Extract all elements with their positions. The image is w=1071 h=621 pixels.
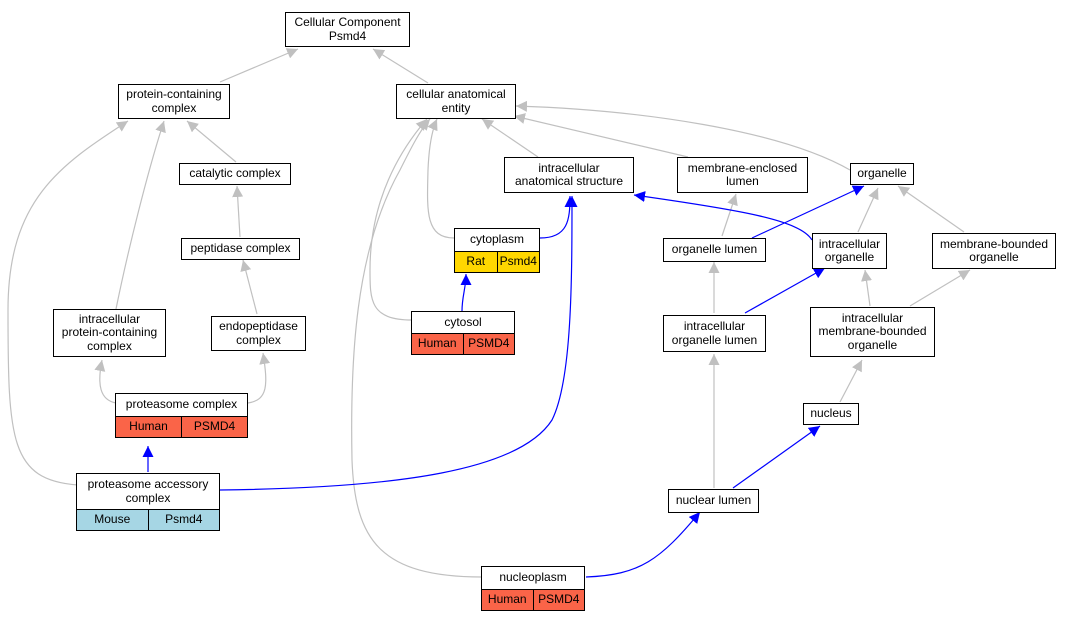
edge-ipcc-pcc <box>115 120 166 310</box>
edge-nucleoplasm-cae <box>351 118 483 578</box>
proteasome-accessory-complex-gene: Psmd4 <box>147 510 219 530</box>
edge-proteasome-endopeptidase <box>247 352 271 404</box>
edge-nucleus-imbo <box>839 359 863 403</box>
node-organelle[interactable]: organelle <box>850 163 914 185</box>
edge-intorg-organelle <box>857 187 879 233</box>
edge-nuclearlumen-nucleus <box>732 425 821 489</box>
node-cellular-component-root[interactable]: Cellular Component Psmd4 <box>285 12 410 47</box>
node-intracellular-membrane-bounded-organelle[interactable]: intracellular membrane-bounded organelle <box>810 307 935 357</box>
node-membrane-bounded-organelle[interactable]: membrane-bounded organelle <box>932 233 1056 269</box>
proteasome-accessory-complex-species: Mouse <box>77 510 148 530</box>
edge-nucleoplasm-nuclearlumen <box>585 511 701 578</box>
node-intracellular-protein-containing-complex[interactable]: intracellular protein-containing complex <box>53 309 166 357</box>
node-protein-containing-complex[interactable]: protein-containing complex <box>118 84 230 119</box>
edge-orglumen-organelle <box>751 185 865 239</box>
nucleoplasm-species: Human <box>482 590 533 610</box>
proteasome-complex-gene: PSMD4 <box>181 417 247 437</box>
cytosol-gene: PSMD4 <box>462 334 514 354</box>
node-intracellular-organelle-lumen[interactable]: intracellular organelle lumen <box>663 315 766 352</box>
edge-imbo-mbo <box>909 269 971 307</box>
node-proteasome-complex[interactable]: proteasome complex Human PSMD4 <box>115 393 248 438</box>
edge-intorglumen-intorg <box>744 267 826 314</box>
node-intracellular-organelle[interactable]: intracellular organelle <box>812 233 887 269</box>
edge-pcc-root <box>219 48 299 83</box>
edge-orglumen-mel <box>721 193 738 237</box>
node-cytoplasm[interactable]: cytoplasm Rat Psmd4 <box>454 228 540 273</box>
nucleoplasm-gene: PSMD4 <box>532 590 584 610</box>
edge-ias-cae <box>481 118 539 158</box>
node-cellular-anatomical-entity[interactable]: cellular anatomical entity <box>396 84 516 119</box>
edge-catalytic-pcc <box>186 120 237 163</box>
edge-cytoplasm-cae <box>426 118 455 239</box>
edge-imbo-intorg <box>861 269 872 307</box>
edge-proteasome-ipcc <box>94 359 117 404</box>
node-peptidase-complex[interactable]: peptidase complex <box>181 238 300 260</box>
proteasome-complex-species: Human <box>116 417 181 437</box>
node-nucleus[interactable]: nucleus <box>803 403 859 425</box>
edge-peptidase-catalytic <box>232 185 244 238</box>
node-cytoplasm-label: cytoplasm <box>469 232 525 247</box>
node-catalytic-complex[interactable]: catalytic complex <box>179 163 291 185</box>
node-proteasome-accessory-complex[interactable]: proteasome accessory complex Mouse Psmd4 <box>76 473 220 531</box>
edge-cytosol-cae <box>369 118 428 321</box>
edge-accessory-pcc <box>7 120 129 486</box>
cytoplasm-gene: Psmd4 <box>496 252 539 272</box>
edge-intorg-ias <box>633 191 813 241</box>
node-cytosol-label: cytosol <box>444 314 482 329</box>
cytosol-species: Human <box>412 334 463 354</box>
node-endopeptidase-complex[interactable]: endopeptidase complex <box>211 316 306 351</box>
node-nucleoplasm[interactable]: nucleoplasm Human PSMD4 <box>481 566 585 611</box>
cytoplasm-species: Rat <box>455 252 497 272</box>
edge-organelle-cae <box>515 100 851 171</box>
node-cytosol[interactable]: cytosol Human PSMD4 <box>411 311 515 355</box>
edge-cytoplasm-ias <box>539 195 576 239</box>
edge-endopeptidase-peptidase <box>240 259 258 315</box>
edge-mel-cae <box>513 113 689 158</box>
node-proteasome-complex-label: proteasome complex <box>125 397 238 412</box>
edge-mbo-organelle <box>897 185 965 233</box>
edge-accessory-ias <box>219 195 578 491</box>
node-nucleoplasm-label: nucleoplasm <box>499 570 567 585</box>
node-intracellular-anatomical-structure[interactable]: intracellular anatomical structure <box>504 157 634 193</box>
edge-cytosol-cytoplasm <box>460 273 472 312</box>
edge-cae-root <box>372 48 429 84</box>
node-nuclear-lumen[interactable]: nuclear lumen <box>668 489 759 513</box>
node-organelle-lumen[interactable]: organelle lumen <box>663 238 766 262</box>
node-membrane-enclosed-lumen[interactable]: membrane-enclosed lumen <box>677 157 808 193</box>
node-proteasome-accessory-complex-label: proteasome accessory complex <box>87 477 209 505</box>
